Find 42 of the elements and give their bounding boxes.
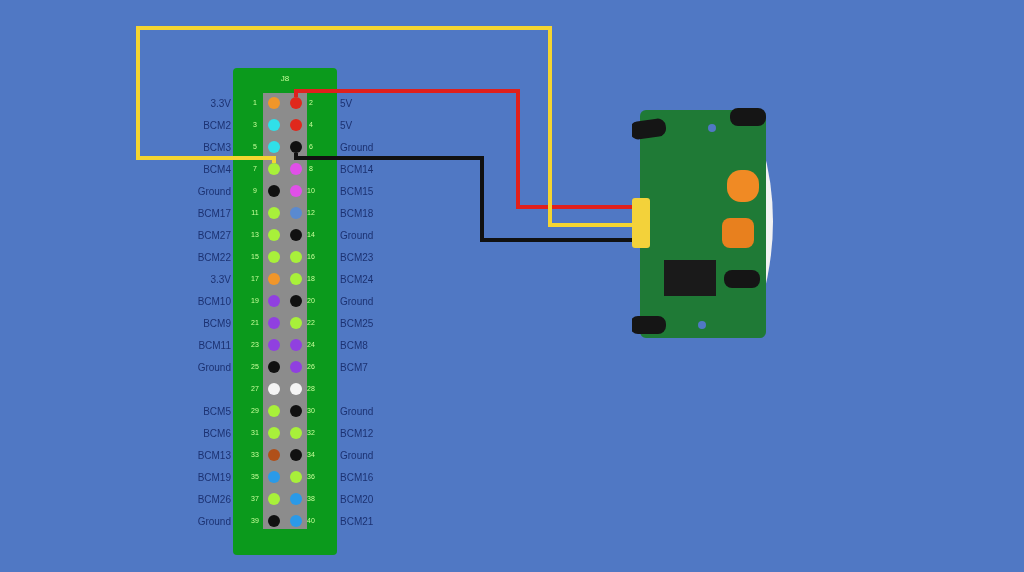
wire (136, 26, 632, 227)
pin-label: Ground (197, 514, 231, 529)
pin-label: BCM5 (203, 404, 231, 419)
pin-label: Ground (340, 448, 374, 463)
pin-label: BCM2 (203, 118, 231, 133)
pin-label: BCM26 (197, 492, 231, 507)
pin-label: BCM15 (340, 184, 374, 199)
pin-label: 3.3V (210, 96, 231, 111)
pin-label: BCM12 (340, 426, 374, 441)
pin-label: BCM6 (203, 426, 231, 441)
wire (294, 89, 632, 209)
pin-label: BCM7 (340, 360, 368, 375)
pin-label: 5V (340, 118, 353, 133)
pin-label: Ground (340, 294, 374, 309)
pin-label: BCM4 (203, 162, 231, 177)
pin-label: BCM25 (340, 316, 374, 331)
pin-label: BCM21 (340, 514, 374, 529)
pin-label: BCM22 (197, 250, 231, 265)
wire (294, 153, 632, 242)
pin-label: 5V (340, 96, 353, 111)
pin-label: BCM14 (340, 162, 374, 177)
pin-label: Ground (340, 228, 374, 243)
pin-label: 3.3V (210, 272, 231, 287)
pin-label: BCM10 (197, 294, 231, 309)
pin-label: BCM18 (340, 206, 374, 221)
pin-label: BCM19 (197, 470, 231, 485)
pin-label: BCM13 (197, 448, 231, 463)
pin-label: BCM17 (197, 206, 231, 221)
header-title: J8 (279, 73, 291, 85)
pin-label: Ground (340, 404, 374, 419)
pin-label: BCM27 (197, 228, 231, 243)
pin-label: Ground (197, 184, 231, 199)
pin-label: Ground (197, 360, 231, 375)
pin-label: BCM23 (340, 250, 374, 265)
pin-label: BCM9 (203, 316, 231, 331)
pin-label: BCM24 (340, 272, 374, 287)
pin-label: BCM8 (340, 338, 368, 353)
pin-label: BCM16 (340, 470, 374, 485)
pin-label: BCM11 (198, 338, 231, 353)
pin-label: Ground (340, 140, 374, 155)
pin-label: BCM3 (203, 140, 231, 155)
pin-label: BCM20 (340, 492, 374, 507)
